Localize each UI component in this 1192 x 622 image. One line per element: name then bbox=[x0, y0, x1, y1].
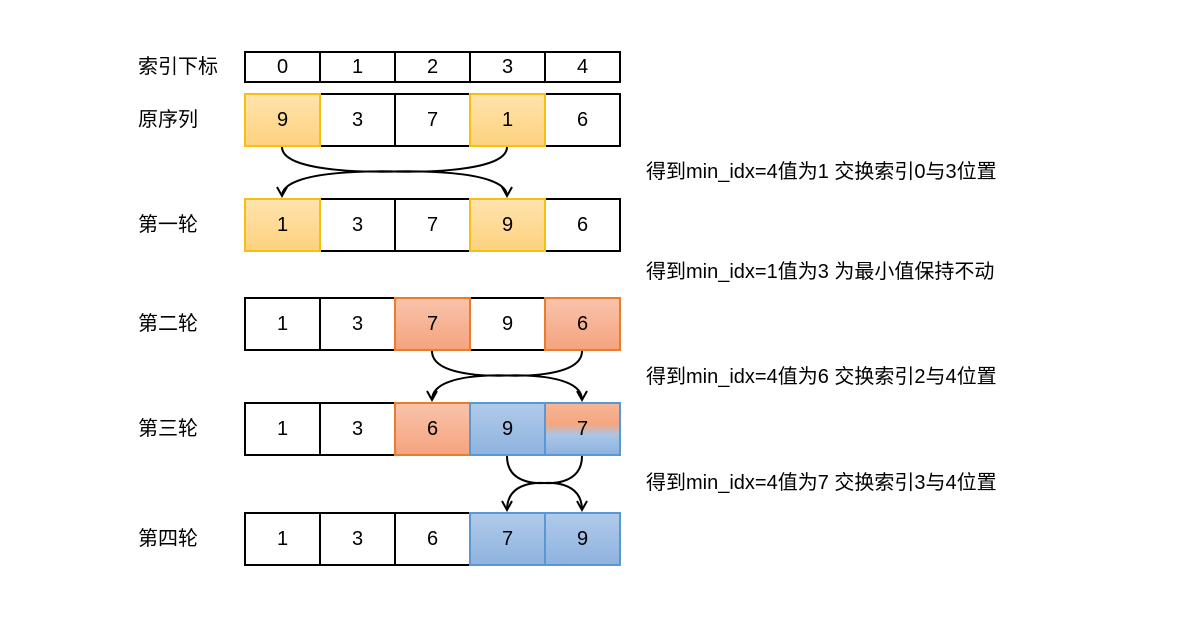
array-cell: 1 bbox=[244, 512, 321, 566]
array-cell: 7 bbox=[394, 297, 471, 351]
array-cell: 1 bbox=[244, 297, 321, 351]
index-cell: 2 bbox=[394, 51, 471, 83]
arrowhead-icon bbox=[501, 186, 513, 199]
array-cell: 6 bbox=[544, 198, 621, 252]
index-cell: 0 bbox=[244, 51, 321, 83]
array-cell: 9 bbox=[544, 512, 621, 566]
arrowhead-icon bbox=[576, 390, 588, 403]
array-cell: 1 bbox=[469, 93, 546, 147]
array-cell: 3 bbox=[319, 93, 396, 147]
array-cell: 9 bbox=[244, 93, 321, 147]
swap-arrow bbox=[431, 350, 583, 401]
array-cell: 7 bbox=[394, 198, 471, 252]
step-note: 得到min_idx=4值为7 交换索引3与4位置 bbox=[646, 472, 997, 494]
step-note: 得到min_idx=4值为6 交换索引2与4位置 bbox=[646, 366, 997, 388]
array-cell: 6 bbox=[394, 512, 471, 566]
array-cell: 1 bbox=[244, 402, 321, 456]
array-cell: 3 bbox=[319, 297, 396, 351]
array-cell: 6 bbox=[394, 402, 471, 456]
row-label: 第三轮 bbox=[138, 418, 198, 440]
index-cell: 4 bbox=[544, 51, 621, 83]
array-cell: 9 bbox=[469, 297, 546, 351]
array-cell: 6 bbox=[544, 297, 621, 351]
swap-arrow bbox=[506, 455, 583, 511]
array-cell: 7 bbox=[394, 93, 471, 147]
step-note: 得到min_idx=1值为3 为最小值保持不动 bbox=[646, 261, 995, 283]
swap-arrow bbox=[281, 146, 508, 197]
array-cell: 9 bbox=[469, 402, 546, 456]
array-cell: 1 bbox=[244, 198, 321, 252]
row-label: 第四轮 bbox=[138, 528, 198, 550]
array-cell: 3 bbox=[319, 198, 396, 252]
array-cell: 7 bbox=[469, 512, 546, 566]
row-label: 第二轮 bbox=[138, 313, 198, 335]
array-cell: 9 bbox=[469, 198, 546, 252]
arrowhead-icon bbox=[501, 500, 513, 513]
row-label: 索引下标 bbox=[138, 56, 218, 78]
row-label: 原序列 bbox=[138, 109, 198, 131]
array-cell: 3 bbox=[319, 402, 396, 456]
array-cell: 7 bbox=[544, 402, 621, 456]
arrowhead-icon bbox=[426, 390, 438, 403]
array-cell: 6 bbox=[544, 93, 621, 147]
step-note: 得到min_idx=4值为1 交换索引0与3位置 bbox=[646, 161, 997, 183]
index-cell: 3 bbox=[469, 51, 546, 83]
array-cell: 3 bbox=[319, 512, 396, 566]
row-label: 第一轮 bbox=[138, 214, 198, 236]
index-cell: 1 bbox=[319, 51, 396, 83]
arrowhead-icon bbox=[576, 500, 588, 513]
arrowhead-icon bbox=[276, 186, 288, 199]
